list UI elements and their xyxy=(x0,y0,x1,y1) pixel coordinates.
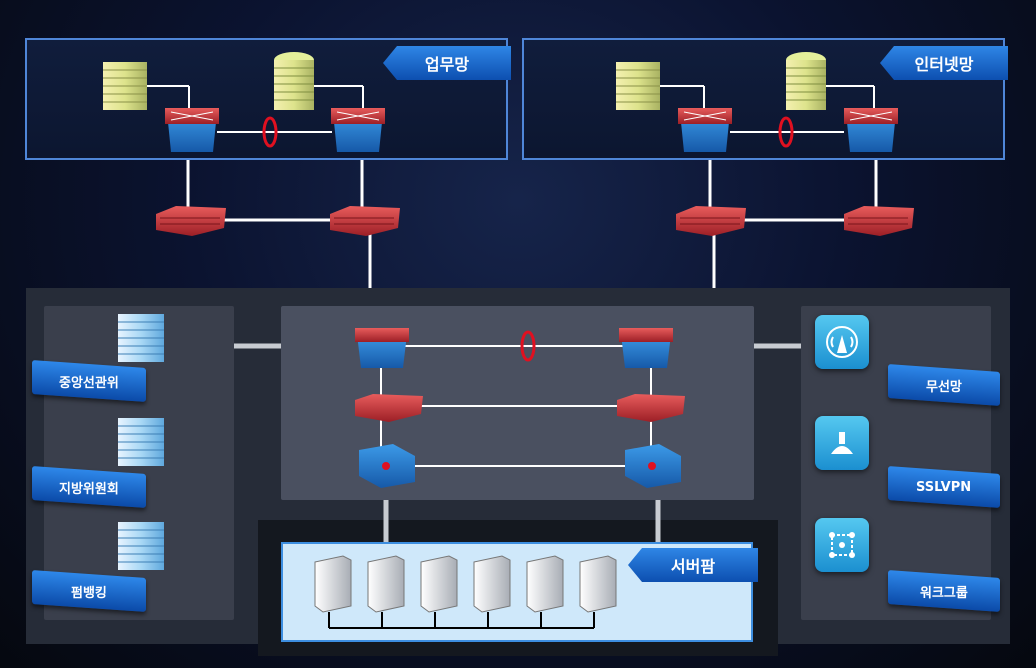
switch-icon xyxy=(355,328,409,368)
switch-icon xyxy=(331,108,385,152)
business-network-box: 업무망 xyxy=(25,38,511,160)
firewall-icon xyxy=(156,206,226,236)
building-icon xyxy=(274,52,314,110)
switch-icon xyxy=(678,108,732,152)
server-farm-label: 서버팜 xyxy=(628,548,758,582)
top-links xyxy=(186,160,878,288)
internet-network-label: 인터넷망 xyxy=(880,46,1008,80)
l3-switch-icon xyxy=(359,444,415,488)
firewall-icon xyxy=(676,206,746,236)
building-icon xyxy=(118,314,164,362)
workgroup-icon xyxy=(815,518,869,572)
server-icon xyxy=(314,555,352,613)
firewall-icon xyxy=(617,394,685,422)
firewall-icon xyxy=(355,394,423,422)
business-network-label: 업무망 xyxy=(383,46,511,80)
redundancy-ring xyxy=(520,330,536,362)
building-icon xyxy=(616,62,660,110)
building-icon xyxy=(118,522,164,570)
switch-icon xyxy=(619,328,673,368)
firewall-icon xyxy=(330,206,400,236)
wireless-tower-icon xyxy=(815,315,869,369)
server-icon xyxy=(526,555,564,613)
switch-icon xyxy=(844,108,898,152)
server-icon xyxy=(367,555,405,613)
building-icon xyxy=(118,418,164,466)
redundancy-ring xyxy=(778,116,794,148)
server-icon xyxy=(473,555,511,613)
internet-network-box: 인터넷망 xyxy=(522,38,1008,160)
building-icon xyxy=(103,62,147,110)
redundancy-ring xyxy=(262,116,278,148)
building-icon xyxy=(786,52,826,110)
left-sites-panel xyxy=(44,306,234,620)
vpn-icon xyxy=(815,416,869,470)
firewall-icon xyxy=(844,206,914,236)
server-icon xyxy=(420,555,458,613)
switch-icon xyxy=(165,108,219,152)
server-icon xyxy=(579,555,617,613)
l3-switch-icon xyxy=(625,444,681,488)
core-switch-panel xyxy=(281,306,754,500)
side-links xyxy=(234,343,801,542)
